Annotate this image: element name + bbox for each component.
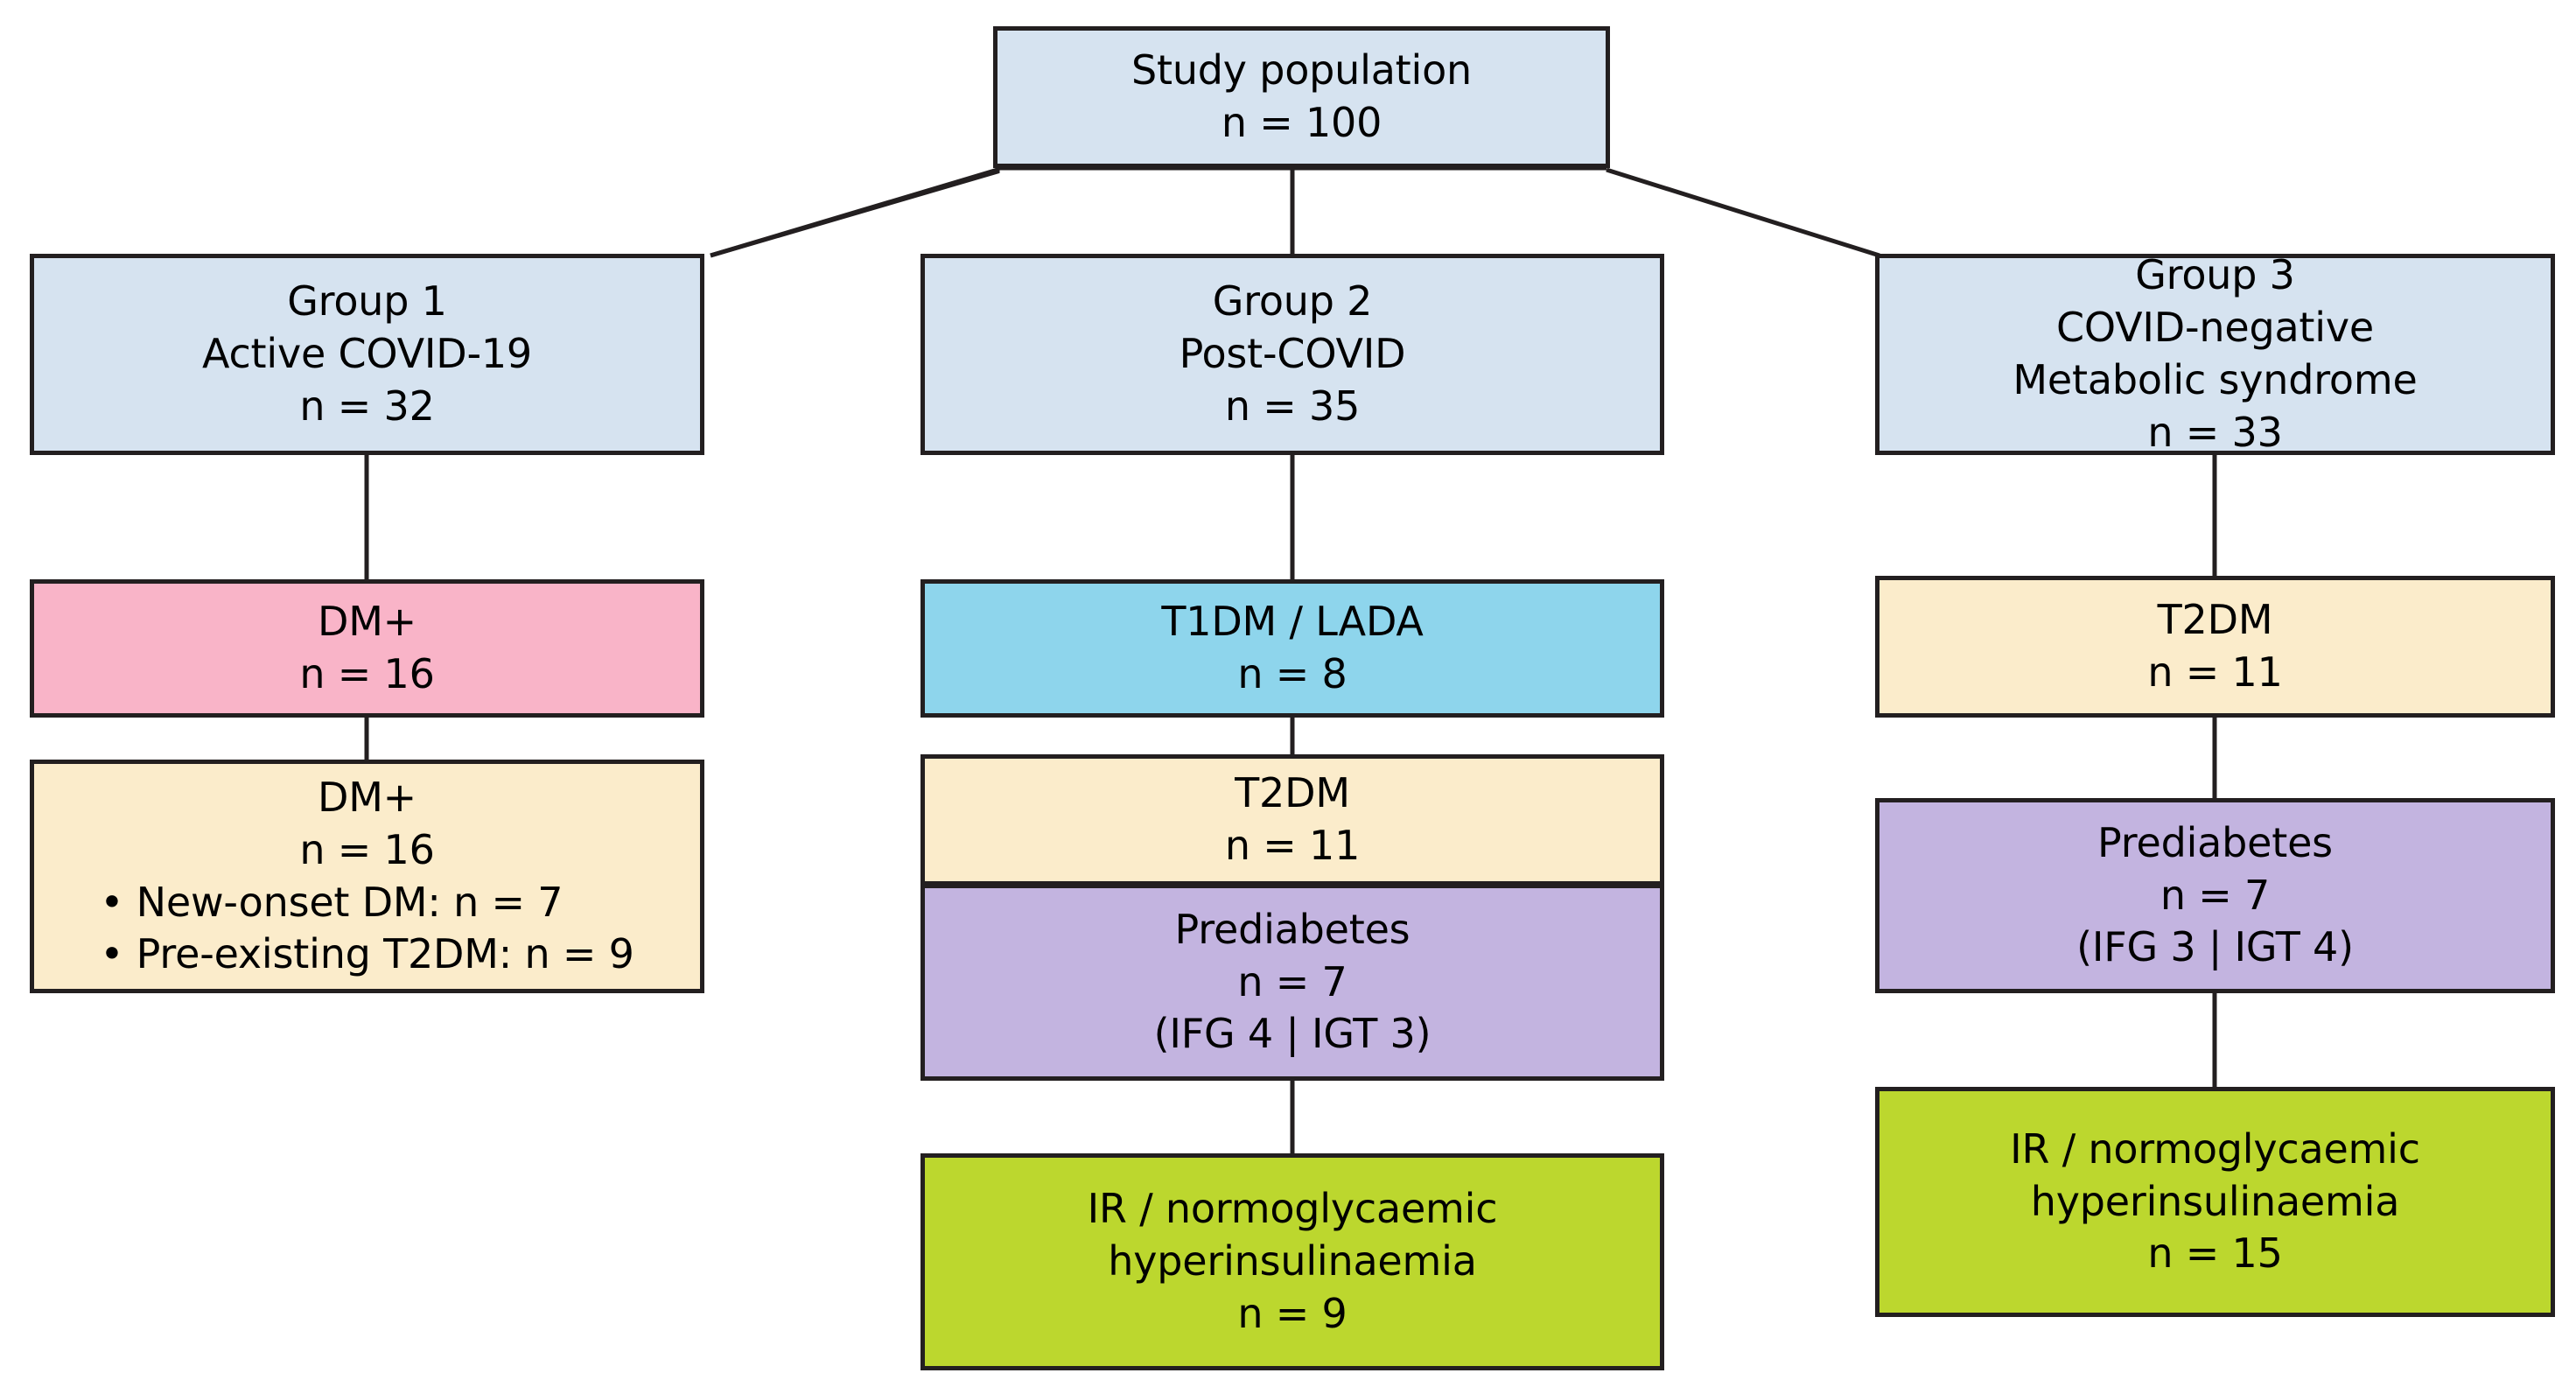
node-group-1-title: Group 1 — [287, 277, 447, 326]
node-bullet-list: • New-onset DM: n = 7 • Pre-existing T2D… — [100, 877, 634, 982]
node-count: n = 7 — [2160, 871, 2271, 919]
node-group-2-subtitle: Post-COVID — [1179, 330, 1406, 378]
edge-root-to-group1 — [710, 168, 1000, 258]
node-group-3-subtitle: COVID-negative — [2056, 304, 2374, 352]
node-group1-dm-positive[interactable]: DM+ n = 16 — [30, 579, 704, 718]
node-group3-t2dm[interactable]: T2DM n = 11 — [1875, 576, 2555, 718]
edge-root-to-group3-line — [1606, 167, 1880, 258]
node-detail: (IFG 3 | IGT 4) — [2076, 923, 2354, 971]
node-label: T2DM — [1235, 769, 1350, 817]
node-label: T2DM — [2157, 596, 2273, 644]
node-group-2[interactable]: Group 2 Post-COVID n = 35 — [920, 254, 1664, 455]
node-group-3[interactable]: Group 3 COVID-negative Metabolic syndrom… — [1875, 251, 2555, 456]
node-count: n = 8 — [1237, 650, 1348, 697]
node-count: n = 100 — [1221, 99, 1382, 146]
node-group-2-count: n = 35 — [1224, 382, 1361, 430]
node-group-3-title: Group 3 — [2135, 251, 2295, 299]
edge-root-to-group1-line — [710, 167, 998, 258]
node-count: n = 7 — [1237, 957, 1348, 1005]
node-label: Prediabetes — [2097, 818, 2333, 866]
bullet-pre-existing-t2dm: • Pre-existing T2DM: n = 9 — [100, 930, 634, 978]
node-study-population[interactable]: Study population n = 100 — [993, 26, 1610, 168]
node-count: n = 16 — [299, 650, 435, 697]
node-count: n = 16 — [299, 825, 435, 873]
node-group2-ir-normoglycaemic[interactable]: IR / normoglycaemic hyperinsulinaemia n … — [920, 1153, 1664, 1370]
node-detail: (IFG 4 | IGT 3) — [1153, 1010, 1432, 1058]
node-group-2-title: Group 2 — [1212, 277, 1373, 326]
node-count: n = 15 — [2147, 1229, 2283, 1278]
node-group-1-subtitle: Active COVID-19 — [201, 330, 533, 378]
node-label: Study population — [1130, 46, 1472, 95]
node-count: n = 9 — [1237, 1289, 1348, 1337]
node-count: n = 11 — [1224, 822, 1361, 869]
node-group2-prediabetes[interactable]: Prediabetes n = 7 (IFG 4 | IGT 3) — [920, 884, 1664, 1081]
node-label-line1: IR / normoglycaemic — [1087, 1185, 1498, 1233]
node-group3-ir-normoglycaemic[interactable]: IR / normoglycaemic hyperinsulinaemia n … — [1875, 1087, 2555, 1317]
node-group2-t2dm[interactable]: T2DM n = 11 — [920, 754, 1664, 886]
node-label: DM+ — [317, 598, 417, 646]
node-group2-t1dm-lada[interactable]: T1DM / LADA n = 8 — [920, 579, 1664, 718]
node-label: T1DM / LADA — [1161, 598, 1424, 646]
node-group3-prediabetes[interactable]: Prediabetes n = 7 (IFG 3 | IGT 4) — [1875, 798, 2555, 993]
node-group1-dm-breakdown[interactable]: DM+ n = 16 • New-onset DM: n = 7 • Pre-e… — [30, 760, 704, 993]
node-label: DM+ — [317, 773, 417, 821]
node-label-line2: hyperinsulinaemia — [2030, 1177, 2400, 1225]
node-count: n = 11 — [2147, 648, 2283, 696]
bullet-new-onset-dm: • New-onset DM: n = 7 — [100, 878, 564, 926]
node-group-3-subtitle-2: Metabolic syndrome — [2012, 356, 2418, 403]
node-group-1-count: n = 32 — [299, 382, 435, 430]
node-group-3-count: n = 33 — [2147, 408, 2283, 456]
node-label-line2: hyperinsulinaemia — [1108, 1237, 1477, 1285]
node-label: Prediabetes — [1174, 905, 1410, 953]
node-group-1[interactable]: Group 1 Active COVID-19 n = 32 — [30, 254, 704, 455]
node-label-line1: IR / normoglycaemic — [2010, 1124, 2420, 1173]
